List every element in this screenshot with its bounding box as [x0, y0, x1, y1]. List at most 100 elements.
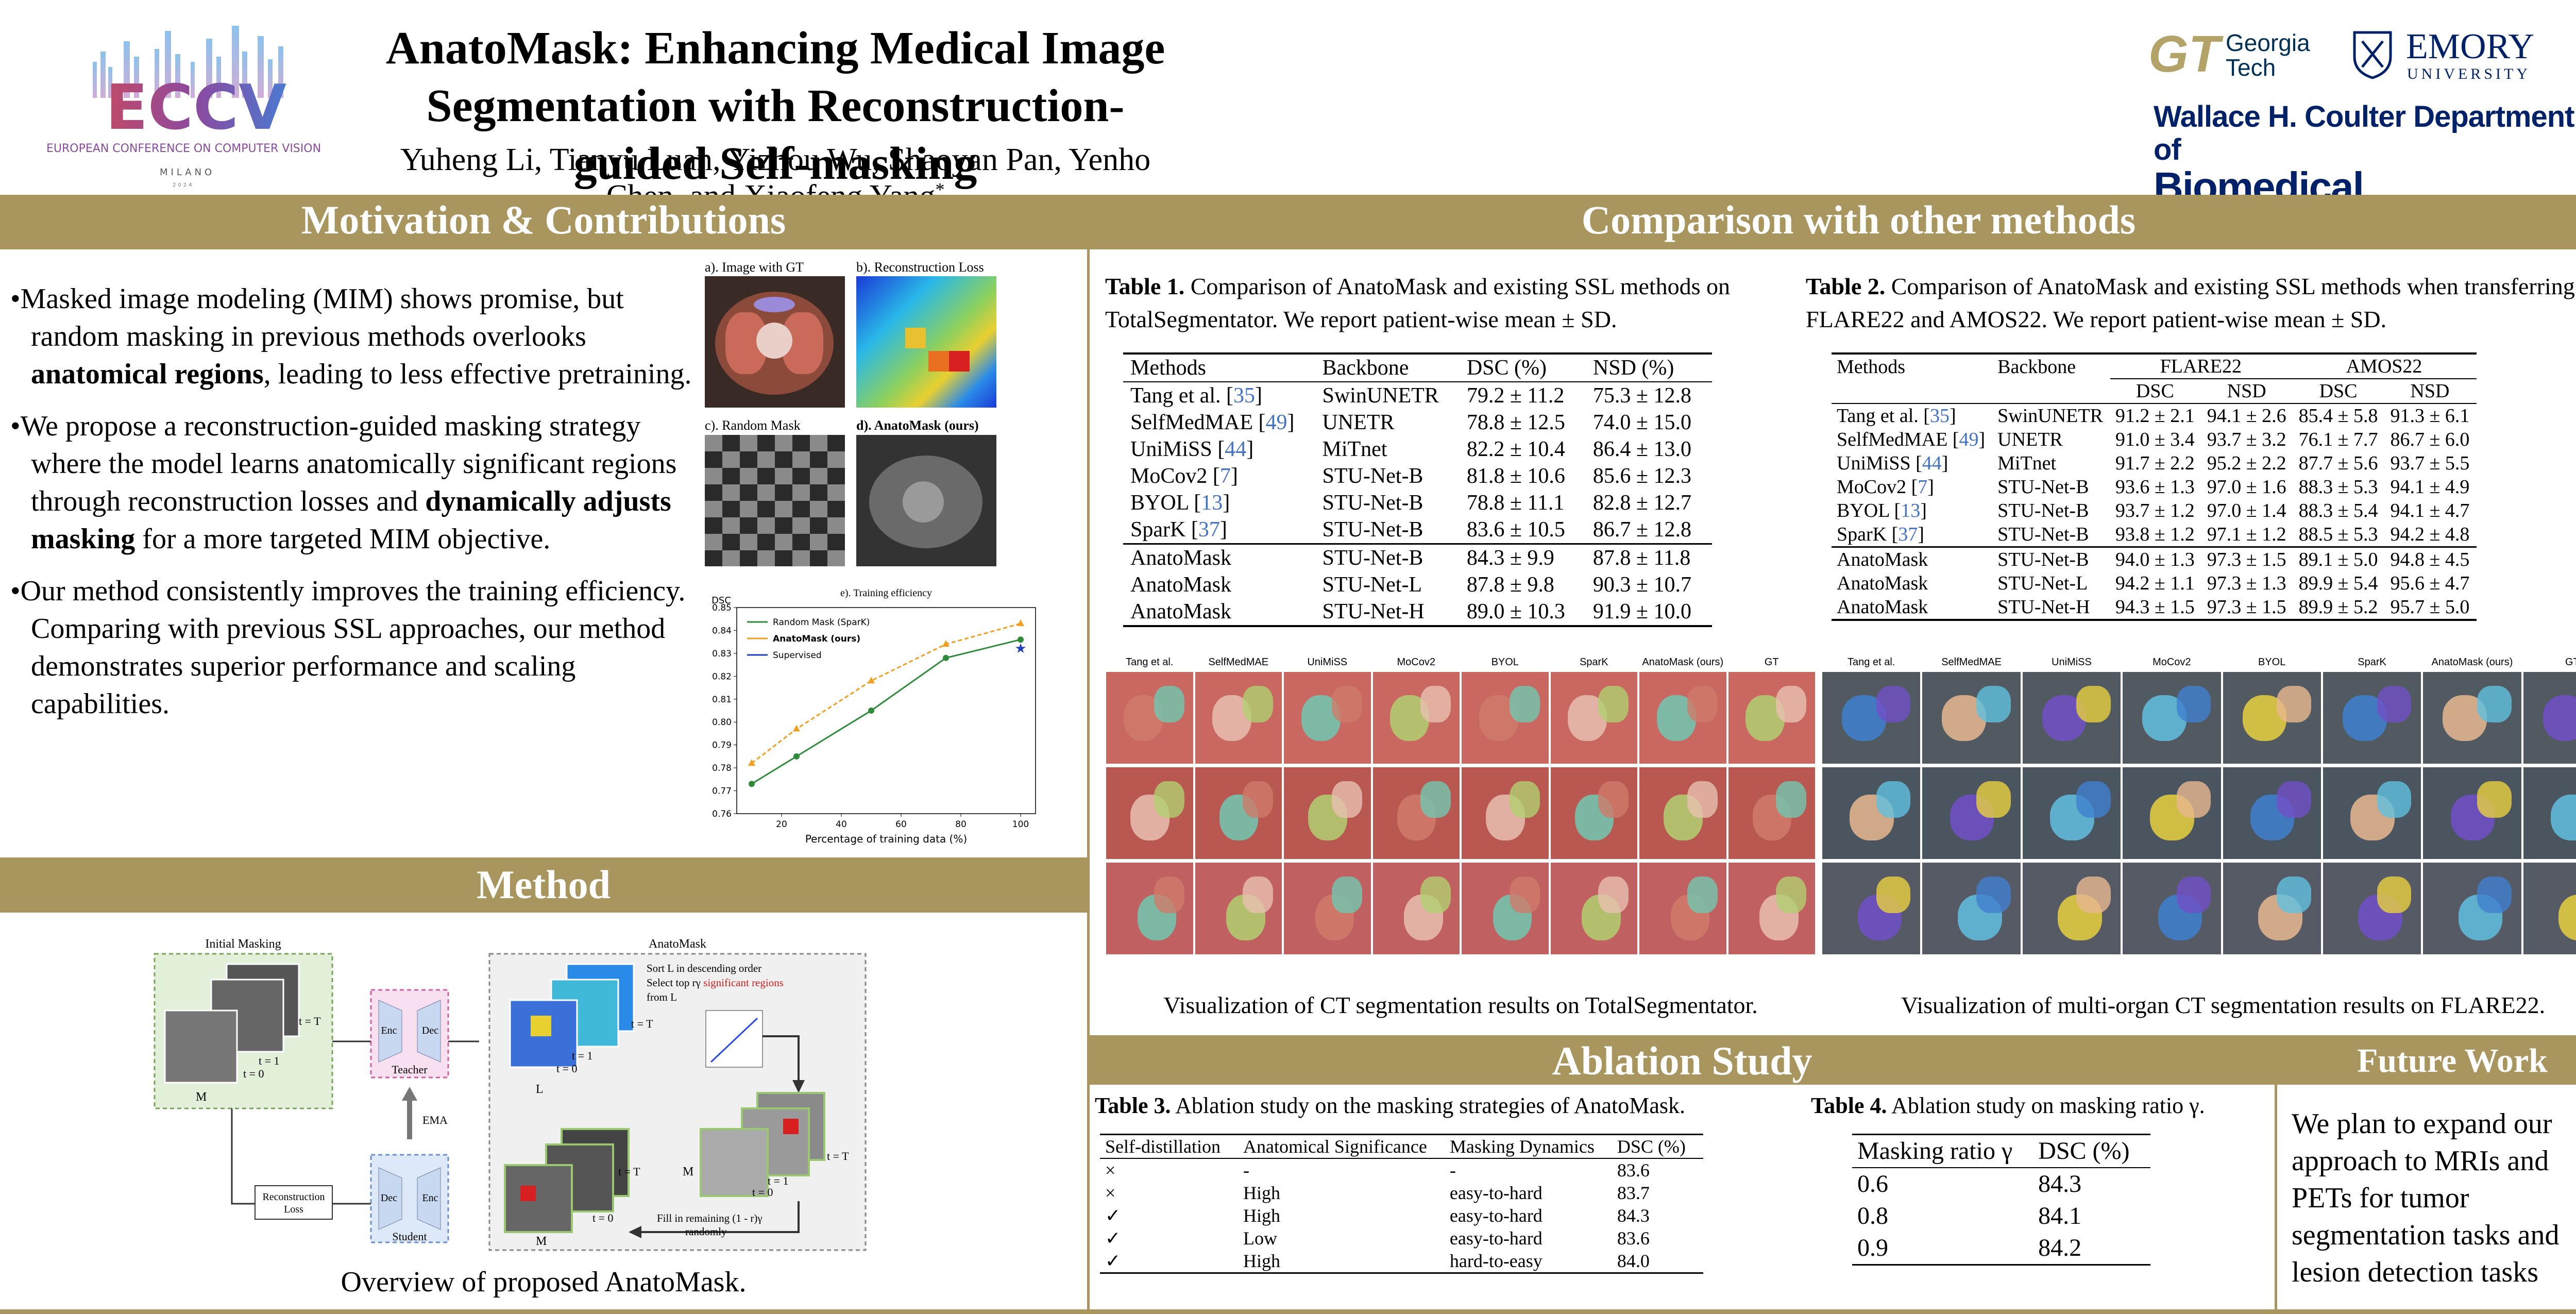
table-cell: AnatoMask — [1837, 572, 1928, 594]
table-cell: 97.0 ± 1.4 — [2207, 500, 2286, 521]
top-t1-label: t = 1 — [768, 1174, 789, 1187]
table-cell: 83.6 ± 10.5 — [1466, 518, 1565, 542]
table-cell: 88.5 ± 5.3 — [2298, 524, 2378, 545]
table-cell: 90.3 ± 10.7 — [1592, 573, 1691, 597]
method-cell: BYOL [13] — [1837, 500, 1927, 521]
y-tick-label: 0.79 — [712, 740, 732, 751]
vis-column-label: GT — [2565, 656, 2576, 668]
fig-c-image — [705, 435, 845, 566]
vis-tile — [1462, 767, 1549, 859]
table-cell: 88.3 ± 5.4 — [2298, 500, 2378, 521]
table-cell: 97.3 ± 1.3 — [2207, 572, 2286, 594]
section-motivation-header: Motivation & Contributions — [0, 195, 1087, 245]
vis-column-label: BYOL — [1491, 656, 1519, 668]
table-cell: × — [1105, 1183, 1116, 1203]
table-cell: 89.1 ± 5.0 — [2298, 549, 2378, 570]
vis-left-caption: Visualization of CT segmentation results… — [1163, 992, 1758, 1018]
vis-tile — [2323, 863, 2421, 954]
vis-tile — [2022, 863, 2121, 954]
header-cell: AMOS22 — [2293, 353, 2477, 379]
gt-wordmark: Georgia Tech — [2226, 29, 2310, 81]
table-cell: 95.7 ± 5.0 — [2390, 596, 2470, 618]
bullet-results-text: Our method consistently improves the tra… — [20, 575, 686, 720]
fig-b-label: b). Reconstruction Loss — [856, 260, 984, 275]
y-tick-label: 0.80 — [712, 717, 732, 728]
header-cell: Masking Dynamics — [1449, 1136, 1595, 1157]
vis-tile — [2223, 672, 2321, 764]
vis-tile — [2523, 672, 2576, 764]
header-cell: NSD (%) — [1592, 356, 1674, 380]
legend-label: AnatoMask (ours) — [773, 634, 860, 644]
subheader-cell: NSD — [2410, 380, 2450, 402]
eccv-skyline-icon: ECCV EUROPEAN CONFERENCE ON COMPUTER VIS… — [46, 26, 321, 188]
method-cell: MoCov2 [7] — [1837, 476, 1934, 498]
table-cell: 82.2 ± 10.4 — [1466, 437, 1565, 461]
vis-tile — [1372, 672, 1460, 764]
table-cell: MiTnet — [1997, 452, 2057, 474]
top-t0-label: t = 0 — [752, 1186, 773, 1199]
table-cell: 83.6 — [1617, 1228, 1650, 1249]
data-point — [868, 677, 875, 684]
table-cell: 97.3 ± 1.5 — [2207, 596, 2286, 618]
table-cell: 94.1 ± 2.6 — [2207, 405, 2286, 427]
vis-column-label: SelfMedMAE — [1208, 656, 1269, 668]
eccv-logo: ECCV EUROPEAN CONFERENCE ON COMPUTER VIS… — [36, 21, 355, 191]
vis-tile — [2523, 767, 2576, 859]
fig-c-label: c). Random Mask — [705, 418, 801, 433]
ema-label: EMA — [422, 1114, 448, 1126]
table-cell: STU-Net-B — [1322, 546, 1423, 570]
data-point — [793, 725, 800, 732]
table-cell: STU-Net-B — [1997, 549, 2089, 570]
table-cell: STU-Net-B — [1322, 464, 1423, 488]
vis-tile — [1639, 672, 1726, 764]
vis-tile — [1462, 863, 1549, 954]
table-cell: ✓ — [1105, 1228, 1121, 1249]
table-cell: 97.3 ± 1.5 — [2207, 549, 2286, 570]
table1-caption: Table 1. Comparison of AnatoMask and exi… — [1105, 270, 1785, 336]
method-cell: SelfMedMAE [49] — [1130, 411, 1295, 434]
header-cell: Masking ratio γ — [1857, 1137, 2013, 1165]
vis-tile — [1372, 863, 1460, 954]
mask-stack — [164, 963, 300, 1084]
table-cell: 82.8 ± 12.7 — [1592, 491, 1691, 515]
vis-tile — [1195, 672, 1282, 764]
table-cell: AnatoMask — [1130, 600, 1231, 624]
vis-tile — [1372, 767, 1460, 859]
sort-text: Sort L in descending order — [647, 962, 761, 974]
table-cell: 93.7 ± 1.2 — [2115, 500, 2195, 521]
legend-label: Random Mask (SparK) — [773, 617, 870, 628]
vis-column-label: BYOL — [2258, 656, 2286, 668]
table-cell: 84.3 — [2038, 1170, 2082, 1198]
table-cell: 93.8 ± 1.2 — [2115, 524, 2195, 545]
y-tick-label: 0.77 — [712, 786, 732, 797]
table-cell: ✓ — [1105, 1205, 1121, 1226]
table-cell: 84.0 — [1617, 1251, 1650, 1271]
chart-frame — [736, 607, 1036, 814]
x-tick-label: 100 — [1012, 819, 1029, 830]
vis-tile — [1462, 672, 1549, 764]
bullet-mim-text-a: Masked image modeling (MIM) shows promis… — [20, 283, 624, 352]
y-tick-label: 0.76 — [712, 809, 732, 819]
motivation-bullets: •Masked image modeling (MIM) shows promi… — [0, 280, 701, 737]
vis-tile — [1728, 767, 1815, 859]
vis-tile — [2123, 767, 2221, 859]
data-point — [749, 781, 755, 787]
table-cell: Low — [1243, 1228, 1277, 1249]
vis-tile — [2223, 863, 2321, 954]
method-cell: UniMiSS [44] — [1837, 452, 1948, 474]
vis-tile — [1195, 863, 1282, 954]
table-cell: 89.9 ± 5.4 — [2298, 572, 2378, 594]
section-future-header: Future Work — [2277, 1037, 2576, 1085]
vis-tile — [1106, 767, 1193, 859]
table-cell: STU-Net-B — [1997, 500, 2089, 521]
